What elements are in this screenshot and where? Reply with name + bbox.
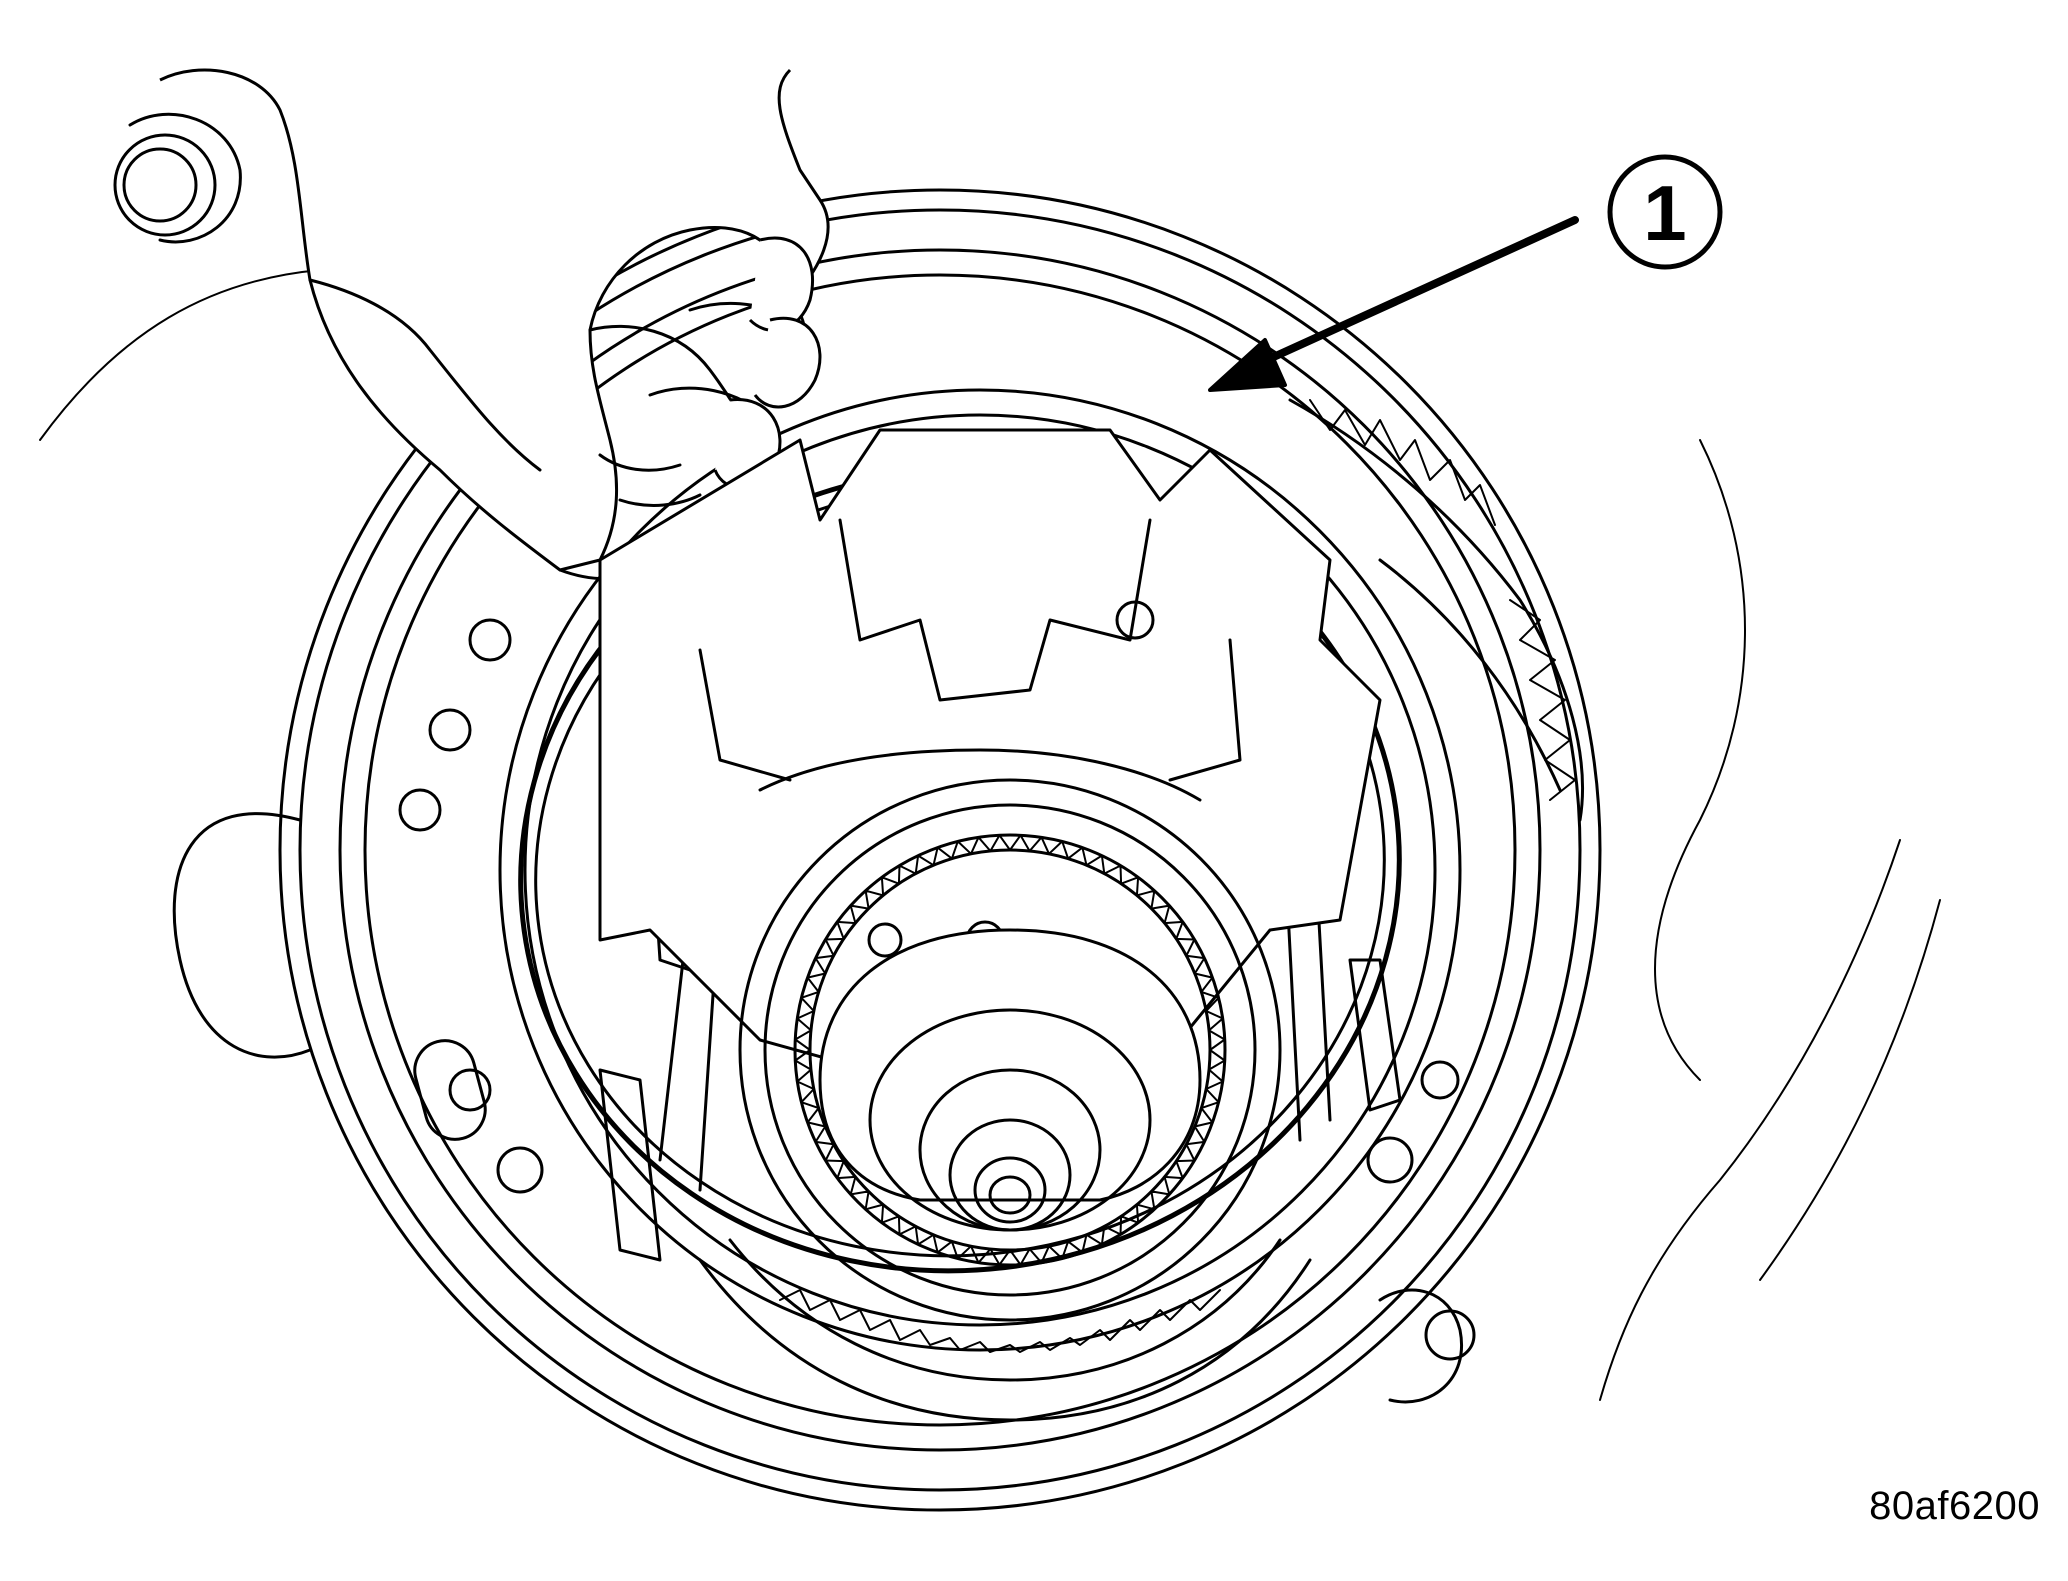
figure-id: 80af6200	[1869, 1484, 2040, 1528]
transmission-case	[39, 112, 1941, 1512]
ring-gear	[738, 778, 1282, 1322]
callout-1: 1	[1607, 154, 1723, 270]
callout-arrow	[1208, 216, 1579, 392]
output-shaft	[818, 928, 1202, 1232]
case-spline-teeth	[1288, 398, 1584, 822]
hand	[159, 68, 830, 581]
lower-drum	[698, 1238, 1312, 1422]
callout-label: 1	[1643, 169, 1686, 257]
